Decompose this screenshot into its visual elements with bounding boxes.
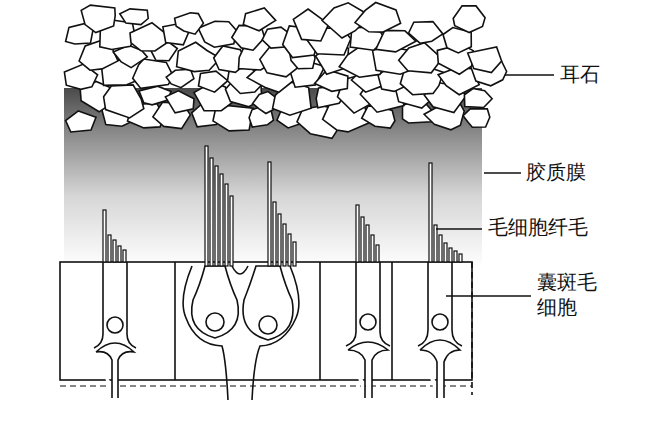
otolith-crystal xyxy=(355,3,401,33)
cilium xyxy=(449,248,452,262)
otolith-crystal xyxy=(104,85,144,118)
otolith-crystal xyxy=(199,71,228,92)
cilium xyxy=(230,196,233,266)
otolith-crystal xyxy=(293,9,328,41)
cilium xyxy=(459,254,462,262)
otolith-crystal xyxy=(198,21,237,47)
cilium xyxy=(356,205,359,262)
hair-cell-layer xyxy=(60,262,472,400)
cilium xyxy=(210,158,213,266)
cilium xyxy=(113,240,116,262)
part-label: 胶质膜 xyxy=(526,160,586,185)
otolith-crystal xyxy=(243,8,275,31)
cilium xyxy=(434,225,437,262)
cilium xyxy=(454,251,457,262)
part-label: 耳石 xyxy=(560,62,600,87)
leader-lines xyxy=(436,75,554,296)
cilium xyxy=(215,166,218,266)
otolith-crystal xyxy=(120,9,148,25)
cilium xyxy=(293,242,296,266)
cilium xyxy=(366,225,369,262)
cilium xyxy=(273,202,276,266)
cilium xyxy=(108,235,111,262)
otolith-crystal xyxy=(463,109,490,128)
cilium xyxy=(123,250,126,262)
part-label: 毛细胞纤毛 xyxy=(488,215,588,240)
otolith-crystal xyxy=(165,91,194,113)
otolith-crystal xyxy=(453,6,485,33)
otolith-crystal xyxy=(166,69,194,87)
cilium xyxy=(444,243,447,262)
otolith-crystal xyxy=(464,89,492,108)
cilium xyxy=(225,184,228,266)
stereocilia xyxy=(103,146,462,266)
otolith-crystal xyxy=(81,5,115,32)
cilium xyxy=(283,224,286,266)
cilium xyxy=(205,146,208,266)
cilium xyxy=(361,217,364,262)
cilium xyxy=(118,246,121,262)
otolith-crystal xyxy=(175,13,204,35)
cilium xyxy=(268,162,271,266)
cilium xyxy=(429,163,432,262)
cilium xyxy=(103,210,106,262)
otolith-crystal xyxy=(139,86,171,105)
cilium xyxy=(220,174,223,266)
otolith-crystal xyxy=(66,111,96,132)
part-label: 囊斑毛 细胞 xyxy=(537,270,603,320)
cilium xyxy=(278,214,281,266)
otolith-crystals xyxy=(64,3,506,139)
otolith-crystal xyxy=(468,47,502,73)
otolith-crystal xyxy=(409,22,443,44)
cilium xyxy=(376,245,379,262)
cilium xyxy=(371,235,374,262)
cilium xyxy=(439,235,442,262)
cilium xyxy=(288,234,291,266)
